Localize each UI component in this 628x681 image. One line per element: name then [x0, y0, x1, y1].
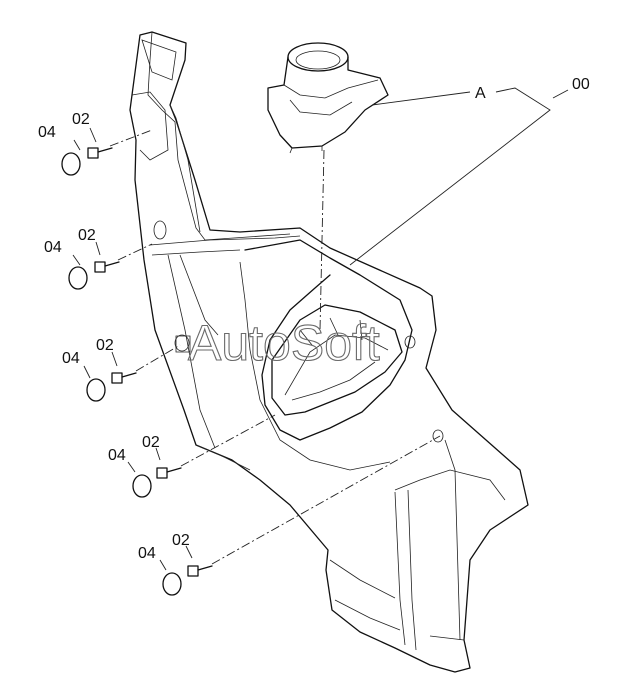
assembly-lines	[109, 129, 441, 565]
fastener-row-4	[127, 447, 182, 498]
label-a: A	[475, 85, 486, 102]
cap-04	[162, 572, 182, 596]
screw-02	[156, 467, 168, 479]
cap-04	[86, 378, 106, 402]
cap-04	[61, 152, 81, 176]
leader-lines	[349, 87, 569, 266]
cup-holder-insert	[267, 42, 389, 154]
watermark: AutoSoft	[188, 315, 380, 371]
label-04: 04	[108, 447, 126, 464]
label-00: 00	[572, 76, 590, 93]
screw-02	[187, 565, 199, 577]
label-04: 04	[138, 545, 156, 562]
fastener-row-2	[68, 241, 120, 290]
label-02: 02	[96, 337, 114, 354]
screw-02	[94, 261, 106, 273]
label-04: 04	[44, 239, 62, 256]
screw-02	[87, 147, 99, 159]
cap-04	[68, 266, 88, 290]
label-02: 02	[142, 434, 160, 451]
label-04: 04	[62, 350, 80, 367]
console-cover	[129, 31, 529, 673]
fastener-row-3	[83, 351, 137, 402]
screw-02	[111, 372, 123, 384]
fastener-row-1	[61, 127, 113, 176]
fastener-row-5	[159, 545, 213, 596]
label-02: 02	[172, 532, 190, 549]
label-02: 02	[78, 227, 96, 244]
part-labels: 00 A 02 04 02 04 02 04 02 04 02 04	[38, 76, 590, 562]
cap-04	[132, 474, 152, 498]
label-04: 04	[38, 124, 56, 141]
label-02: 02	[72, 111, 90, 128]
